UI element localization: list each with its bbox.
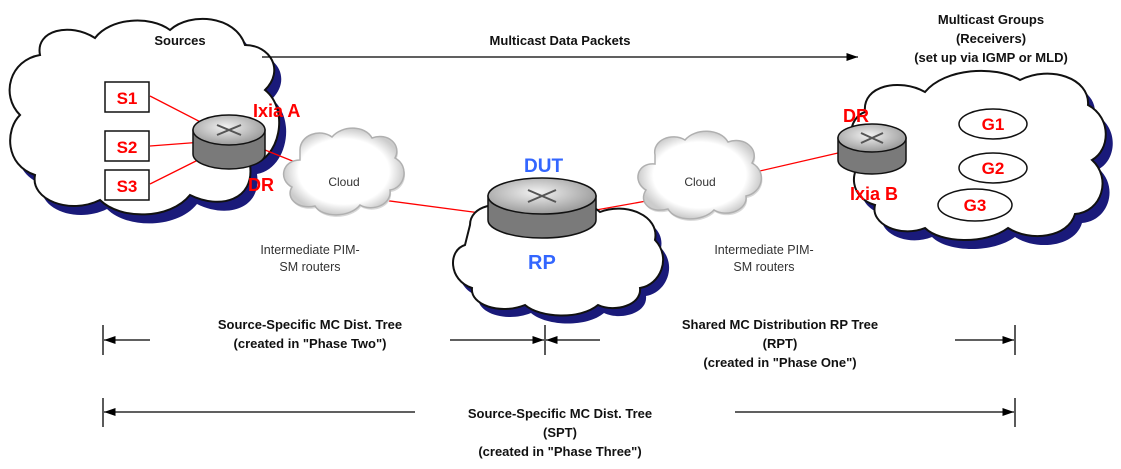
phase-one-label-line3: (created in "Phase One"): [703, 355, 856, 370]
dr-right-label: DR: [843, 106, 869, 126]
group-g1-node: [958, 108, 1028, 140]
source-box-s3: [104, 169, 150, 201]
sources-header: Sources: [154, 33, 205, 48]
group-g3-node: [937, 188, 1013, 222]
tree-ticks: [102, 325, 1016, 427]
rp-label: RP: [528, 252, 556, 274]
router-dut-icon: [487, 177, 597, 239]
source-box-s2: [104, 130, 150, 162]
cloud-left-note-line1: Intermediate PIM-: [260, 243, 359, 257]
group-g3-label: G3: [964, 196, 987, 215]
router-ixia-a-icon: [192, 114, 266, 170]
cloud-right-label: Cloud: [684, 175, 715, 189]
source-box-s1: [104, 81, 150, 113]
groups-header-line1: Multicast Groups: [938, 12, 1044, 27]
groups-header-line3: (set up via IGMP or MLD): [914, 50, 1068, 65]
cloud-left-note-line2: SM routers: [279, 260, 340, 274]
phase-three-label-line1: Source-Specific MC Dist. Tree: [468, 406, 652, 421]
phase-two-label-line2: (created in "Phase Two"): [234, 336, 387, 351]
source-s3-label: S3: [117, 177, 138, 196]
source-s1-label: S1: [117, 89, 138, 108]
intermediate-cloud-left: [282, 127, 406, 217]
group-g2-node: [958, 152, 1028, 184]
ixia-a-label: Ixia A: [253, 101, 300, 121]
groups-header-line2: (Receivers): [956, 31, 1026, 46]
phase-three-label-line2: (SPT): [543, 425, 577, 440]
phase-one-label-line2: (RPT): [763, 336, 798, 351]
phase-three-label-line3: (created in "Phase Three"): [478, 444, 641, 459]
packets-header: Multicast Data Packets: [490, 33, 631, 48]
dut-label: DUT: [524, 156, 563, 177]
intermediate-cloud-right: [637, 130, 763, 221]
phase-one-label-line1: Shared MC Distribution RP Tree: [682, 317, 878, 332]
cloud-right-note-line1: Intermediate PIM-: [714, 243, 813, 257]
router-ixia-b-icon: [837, 123, 907, 175]
group-g2-label: G2: [982, 159, 1005, 178]
ixia-b-label: Ixia B: [850, 184, 898, 204]
dr-left-label: DR: [248, 175, 274, 195]
source-s2-label: S2: [117, 138, 138, 157]
cloud-right-note-line2: SM routers: [733, 260, 794, 274]
phase-two-label-line1: Source-Specific MC Dist. Tree: [218, 317, 402, 332]
group-g1-label: G1: [982, 115, 1005, 134]
cloud-left-label: Cloud: [328, 175, 359, 189]
